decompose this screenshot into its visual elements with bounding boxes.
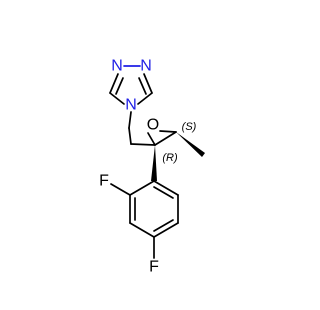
triazole-ring: [109, 65, 153, 105]
atom-labels: N N N O F F: [99, 58, 159, 276]
atom-n1: N: [111, 58, 123, 75]
bond-ar6-ar1: [153, 180, 179, 196]
wedge-c2-aryl: [151, 145, 157, 181]
atom-f-para: F: [149, 259, 159, 276]
bond-c5-n1-double: [115, 77, 124, 95]
bond-ar4-ar5: [153, 222, 179, 238]
bond-c5-n1: [109, 73, 119, 94]
bond-n4-c5: [109, 92, 125, 105]
atom-f-ortho: F: [99, 173, 109, 190]
epoxide-ring: [147, 130, 177, 146]
atom-o-epoxide: O: [147, 117, 159, 134]
bond-ar2-f-ortho: [110, 183, 131, 196]
bond-n4-ch2: [128, 111, 132, 129]
bond-n2-c3: [143, 73, 153, 94]
stereo-descriptors: (S) (R): [162, 121, 196, 164]
bond-ar4-ar5-inner: [153, 219, 174, 232]
difluorophenyl-ring: [129, 180, 179, 238]
atom-n2: N: [140, 58, 152, 75]
bond-ar6-ar1-inner: [153, 186, 174, 199]
bond-c2-ch2: [130, 143, 156, 146]
bond-ar3-ar4: [129, 222, 155, 238]
bond-c3-n4: [137, 92, 153, 105]
wedge-c3-methyl: [176, 132, 205, 157]
stereo-label-c3: (S): [182, 121, 197, 133]
stereo-label-c2: (R): [162, 152, 178, 164]
atom-n4: N: [125, 97, 137, 114]
bond-o-c3: [159, 130, 177, 133]
bond-n2-c3-double: [138, 77, 147, 95]
chemical-structure: N N N O F F (S) (R): [99, 58, 205, 276]
bond-c2-c3: [154, 131, 177, 146]
bond-c2-o: [147, 132, 156, 146]
bond-ar1-ar2: [129, 180, 155, 196]
bond-ch2-c2: [128, 127, 132, 145]
